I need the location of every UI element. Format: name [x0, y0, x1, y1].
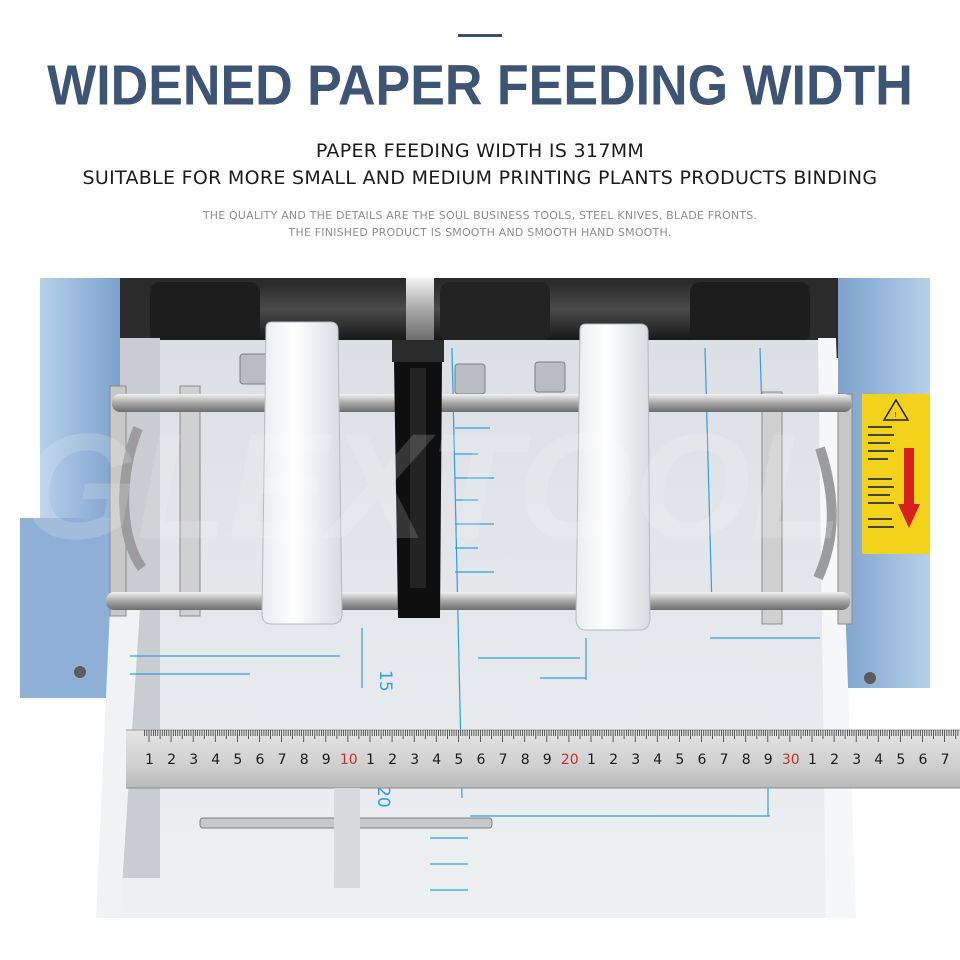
warning-label: ! — [862, 394, 930, 554]
ruler-label: 20 — [561, 752, 579, 768]
svg-text:!: ! — [894, 411, 897, 419]
ruler-label: 4 — [874, 752, 883, 768]
ruler-label: 2 — [830, 752, 839, 768]
ruler-label: 3 — [189, 752, 198, 768]
subtitle-line-2: SUITABLE FOR MORE SMALL AND MEDIUM PRINT… — [82, 167, 878, 189]
ruler-label: 7 — [278, 752, 287, 768]
bracket-left — [179, 385, 201, 617]
ruler-label: 30 — [782, 752, 800, 768]
lower-rod — [106, 592, 850, 610]
bracket-far-right — [837, 393, 853, 625]
ruler-label: 5 — [454, 752, 463, 768]
ruler-label: 9 — [764, 752, 773, 768]
left-guide-block — [261, 321, 343, 625]
title-accent-bar — [458, 34, 502, 37]
ruler-label: 2 — [609, 752, 618, 768]
ruler-label: 4 — [432, 752, 441, 768]
right-lever — [813, 446, 837, 581]
machine-photo: ! — [20, 278, 960, 918]
ruler-label: 3 — [631, 752, 640, 768]
ruler-label: 1 — [145, 752, 154, 768]
ruler-label: 3 — [852, 752, 861, 768]
steel-ruler — [126, 730, 960, 788]
right-guide-block — [575, 323, 651, 631]
ruler-label: 3 — [410, 752, 419, 768]
left-lever — [119, 426, 147, 571]
ruler-label: 6 — [919, 752, 928, 768]
ruler-label: 5 — [675, 752, 684, 768]
ruler-label: 10 — [340, 752, 358, 768]
ruler-label: 9 — [322, 752, 331, 768]
ruler-label: 8 — [521, 752, 530, 768]
center-shaft — [406, 278, 434, 340]
left-ruler-strip — [96, 608, 140, 918]
bracket-right — [761, 391, 783, 625]
note-line-2: THE FINISHED PRODUCT IS SMOOTH AND SMOOT… — [288, 226, 672, 239]
ruler-label: 4 — [653, 752, 662, 768]
ruler-label: 9 — [543, 752, 552, 768]
ruler-label: 4 — [211, 752, 220, 768]
roller-segment-mid — [440, 282, 550, 342]
left-side-panel-lower — [20, 518, 120, 698]
center-guide-cap — [392, 340, 444, 362]
roller-segment-left — [150, 282, 260, 342]
ruler-label: 1 — [587, 752, 596, 768]
center-guide-highlight — [410, 368, 426, 588]
tray-clips — [239, 353, 566, 395]
ruler-label: 8 — [742, 752, 751, 768]
ruler-label: 1 — [808, 752, 817, 768]
ruler-label: 7 — [941, 752, 950, 768]
tray-scale-label-20: 20 — [373, 786, 393, 808]
ruler-label: 6 — [477, 752, 486, 768]
left-bolt — [74, 666, 86, 678]
ruler-label: 6 — [256, 752, 265, 768]
ruler-ticks — [144, 730, 959, 742]
roller-segment-right — [690, 282, 810, 342]
ruler-label: 7 — [720, 752, 729, 768]
headline: WIDENED PAPER FEEDING WIDTH — [47, 54, 913, 118]
ruler-label: 7 — [499, 752, 508, 768]
ruler-label: 5 — [896, 752, 905, 768]
ruler-label: 6 — [698, 752, 707, 768]
subtitle-line-1: PAPER FEEDING WIDTH IS 317MM — [315, 140, 645, 162]
ruler-label: 2 — [167, 752, 176, 768]
bottom-slide — [334, 788, 360, 888]
watermark: GLEXTOOL — [20, 402, 842, 570]
note-line-1: THE QUALITY AND THE DETAILS ARE THE SOUL… — [202, 209, 758, 222]
ruler-label: 1 — [366, 752, 375, 768]
ruler-label: 5 — [233, 752, 242, 768]
tray-scale-label-15: 15 — [375, 670, 395, 692]
ruler-label: 8 — [300, 752, 309, 768]
right-bolt — [864, 672, 876, 684]
ruler-label: 2 — [388, 752, 397, 768]
